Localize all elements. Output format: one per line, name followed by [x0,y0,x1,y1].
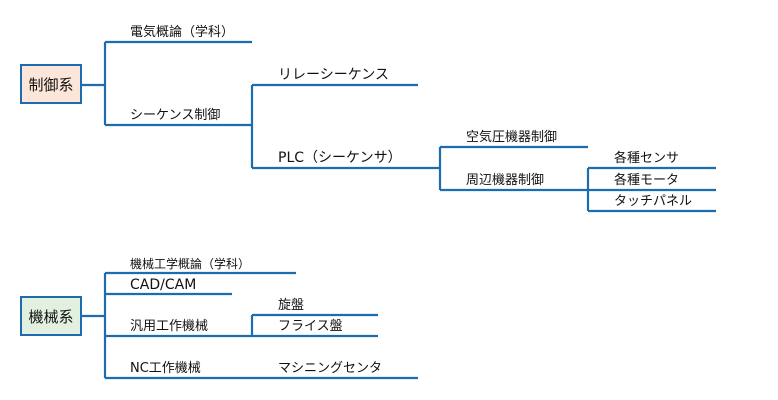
sensors-label: 各種センサ [614,151,680,166]
plc-label: PLC（シーケンサ） [278,150,402,166]
milling-label: フライス盤 [278,319,343,334]
nc-machine-label: NC工作機械 [130,361,201,376]
sequence-control-label: シーケンス制御 [130,108,221,123]
electrical-theory-label: 電気概論（学科） [130,25,235,40]
control-root-box: 制御系 [20,64,82,104]
lathe-label: 旋盤 [278,298,305,313]
machining-center-label: マシニングセンタ [278,361,383,376]
touch-panel-label: タッチパネル [614,194,693,209]
pneumatic-control-label: 空気圧機器制御 [466,130,558,145]
peripheral-control-label: 周辺機器制御 [466,173,545,188]
general-machine-label: 汎用工作機械 [130,319,209,334]
control-root-label: 制御系 [28,75,74,94]
motors-label: 各種モータ [614,173,680,188]
mechanical-theory-label: 機械工学概論（学科） [130,257,251,271]
machine-root-label: 機械系 [28,307,74,326]
machine-root-box: 機械系 [20,296,82,336]
cad-cam-label: CAD/CAM [130,277,197,293]
relay-sequence-label: リレーシーケンス [278,67,390,83]
